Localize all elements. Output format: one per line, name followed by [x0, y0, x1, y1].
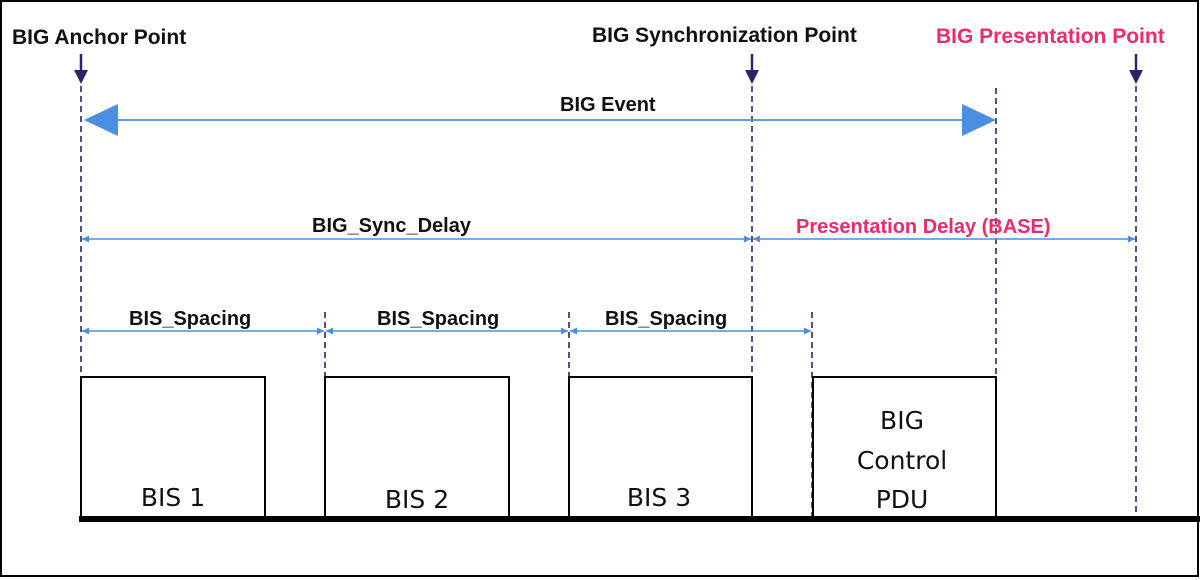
- bis-spacing-label-3: BIS_Spacing: [605, 308, 727, 330]
- big-event-arrow: [84, 104, 996, 136]
- control-pdu-block: [812, 376, 997, 519]
- bis3-label: BIS 3: [627, 483, 691, 512]
- presentation-point-label: BIG Presentation Point: [936, 25, 1165, 48]
- bis2-block: [324, 376, 510, 519]
- timeline-baseline: [79, 516, 1200, 522]
- point-markers: [74, 54, 1143, 84]
- bis2-label: BIS 2: [385, 485, 449, 514]
- bis-spacing-label-1: BIS_Spacing: [129, 308, 251, 330]
- control-pdu-line-3: PDU: [876, 485, 929, 514]
- big-event-label: BIG Event: [560, 94, 656, 116]
- bis3-block: [568, 376, 753, 519]
- bis-spacing-label-2: BIS_Spacing: [377, 308, 499, 330]
- control-pdu-line-2: Control: [857, 446, 947, 475]
- sync-down-arrow-icon: [745, 54, 759, 84]
- anchor-point-label: BIG Anchor Point: [12, 26, 186, 49]
- control-pdu-line-1: BIG: [880, 406, 924, 435]
- sync-point-label: BIG Synchronization Point: [592, 24, 857, 47]
- bis1-block: [80, 376, 266, 519]
- bis1-label: BIS 1: [141, 483, 205, 512]
- presentation-down-arrow-icon: [1129, 54, 1143, 84]
- sync-delay-label: BIG_Sync_Delay: [312, 215, 472, 237]
- presentation-delay-label: Presentation Delay (BASE): [796, 216, 1051, 238]
- anchor-down-arrow-icon: [74, 54, 88, 84]
